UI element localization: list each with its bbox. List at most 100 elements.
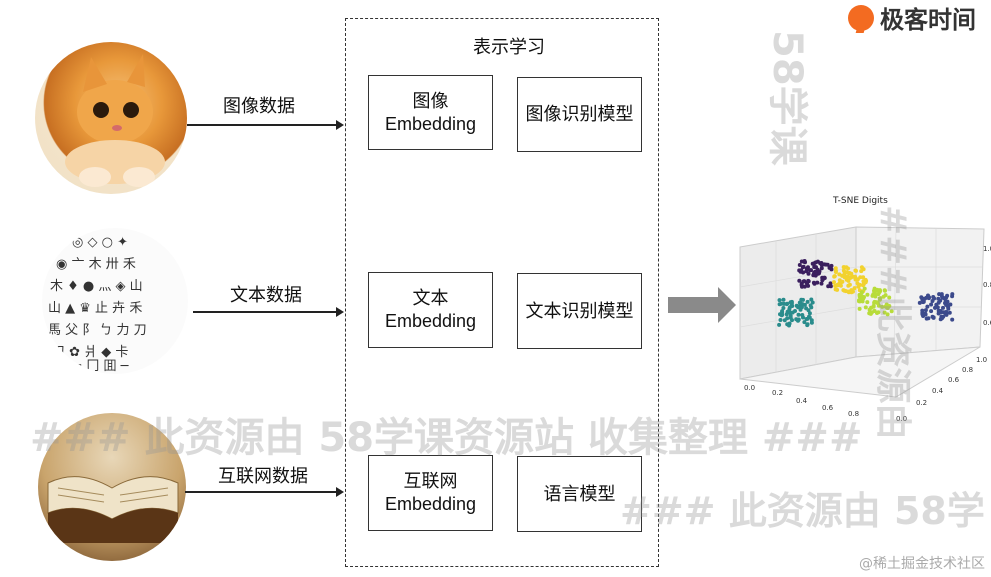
tsne-point: [851, 289, 855, 294]
tsne-point: [925, 304, 930, 309]
tsne-point: [863, 305, 868, 310]
tsne-point: [846, 278, 851, 283]
tsne-point: [872, 309, 877, 313]
tsne-point: [801, 279, 806, 284]
tsne-point: [917, 300, 922, 305]
tsne-point: [852, 286, 857, 291]
tsne-point: [777, 298, 782, 303]
tsne-point: [932, 296, 937, 301]
tsne-point: [887, 304, 892, 308]
tsne-point: [883, 288, 887, 293]
embedding-box-line1: 互联网: [403, 471, 458, 492]
model-box-image: 图像识别模型: [517, 77, 642, 152]
tsne-point: [862, 286, 867, 291]
tsne-point: [858, 299, 862, 304]
tsne-point: [809, 297, 814, 302]
tsne-point: [801, 264, 806, 269]
tsne-point: [815, 280, 820, 285]
tsne-point: [806, 283, 811, 288]
tsne-point: [813, 260, 818, 265]
tsne-point: [844, 265, 849, 270]
representation-title: 表示学习: [473, 37, 545, 58]
tsne-point: [832, 274, 837, 279]
embedding-box-line1: 图像: [412, 90, 449, 112]
tsne-point: [921, 299, 926, 304]
tsne-point: [821, 277, 825, 282]
tsne-point: [809, 320, 814, 325]
tsne-point: [806, 271, 811, 276]
embedding-box-line2: Embedding: [384, 113, 477, 134]
embedding-box-internet: 互联网 Embedding: [368, 455, 493, 531]
tsne-point: [837, 272, 842, 277]
tsne-point: [808, 268, 812, 273]
tsne-point: [799, 268, 804, 273]
z-tick-label: 0.8: [983, 281, 991, 289]
tsne-point: [938, 310, 943, 315]
tsne-point: [950, 294, 955, 299]
tsne-point: [813, 265, 817, 270]
big-right-arrow-icon: [668, 287, 736, 323]
tsne-point: [779, 313, 784, 318]
arrow-text: [193, 307, 344, 317]
tsne-point: [809, 305, 814, 310]
tsne-point: [857, 282, 862, 287]
tsne-point: [800, 284, 804, 289]
tsne-point: [945, 293, 950, 298]
logo-text: 极客时间: [880, 6, 976, 34]
tsne-point: [861, 275, 866, 280]
tsne-point: [889, 309, 894, 314]
y-tick-label: 1.0: [976, 356, 987, 364]
representation-learning-container: [345, 18, 659, 567]
tsne-point: [796, 305, 801, 310]
tsne-point: [797, 278, 802, 283]
tsne-point: [840, 279, 845, 284]
input-label-internet: 互联网数据: [218, 466, 308, 487]
tsne-point: [804, 280, 809, 285]
tsne-point: [790, 310, 795, 315]
geektime-logo-icon: [848, 4, 874, 31]
model-box-text: 文本识别模型: [517, 273, 642, 349]
tsne-point: [863, 280, 868, 285]
tsne-point: [938, 298, 943, 303]
watermark-row-2: ### 此资源由 58学: [620, 489, 985, 533]
tsne-point: [947, 310, 952, 315]
tsne-point: [877, 290, 882, 295]
tsne-points: [777, 259, 955, 328]
tsne-point: [854, 268, 858, 273]
x-tick-label: 0.4: [796, 397, 808, 405]
x-tick-label: 0.2: [772, 389, 783, 397]
x-tick-label: 0.0: [744, 384, 755, 392]
tsne-point: [941, 305, 945, 310]
tsne-point: [950, 317, 955, 322]
tsne-point: [882, 310, 887, 315]
tsne-point: [781, 297, 786, 302]
tsne-point: [929, 309, 934, 314]
tsne-point: [871, 304, 876, 309]
tsne-point: [929, 302, 934, 307]
embedding-box-text: 文本 Embedding: [368, 272, 493, 348]
tsne-chart-title: T-SNE Digits: [833, 196, 888, 206]
tsne-point: [877, 297, 882, 302]
tsne-point: [800, 313, 805, 317]
tsne-point: [778, 318, 783, 322]
tsne-point: [797, 263, 802, 267]
tsne-point: [810, 261, 815, 266]
tsne-point: [872, 286, 877, 291]
tsne-point: [813, 269, 818, 274]
geektime-logo: 极客时间: [848, 0, 976, 35]
tsne-point: [931, 315, 936, 320]
tsne-point: [788, 300, 793, 305]
tsne-point: [828, 281, 833, 286]
ancient-characters-drawing: ◎ ◇ ○ ✦ ◉ 亠 ⽊ 卅 禾 木 ♦ ● 灬 ◈ 山 山 ▲ ♛ 止 卉 …: [48, 235, 147, 374]
y-tick-label: 0.6: [948, 376, 960, 384]
tsne-point: [920, 312, 925, 317]
tsne-point: [926, 316, 931, 321]
tsne-point: [788, 315, 793, 320]
tsne-point: [876, 303, 881, 308]
tsne-point: [870, 293, 875, 298]
tsne-point: [802, 320, 807, 325]
input-label-image: 图像数据: [223, 96, 295, 117]
tsne-point: [777, 322, 782, 327]
tsne-point: [781, 306, 786, 310]
tsne-point: [885, 312, 890, 317]
